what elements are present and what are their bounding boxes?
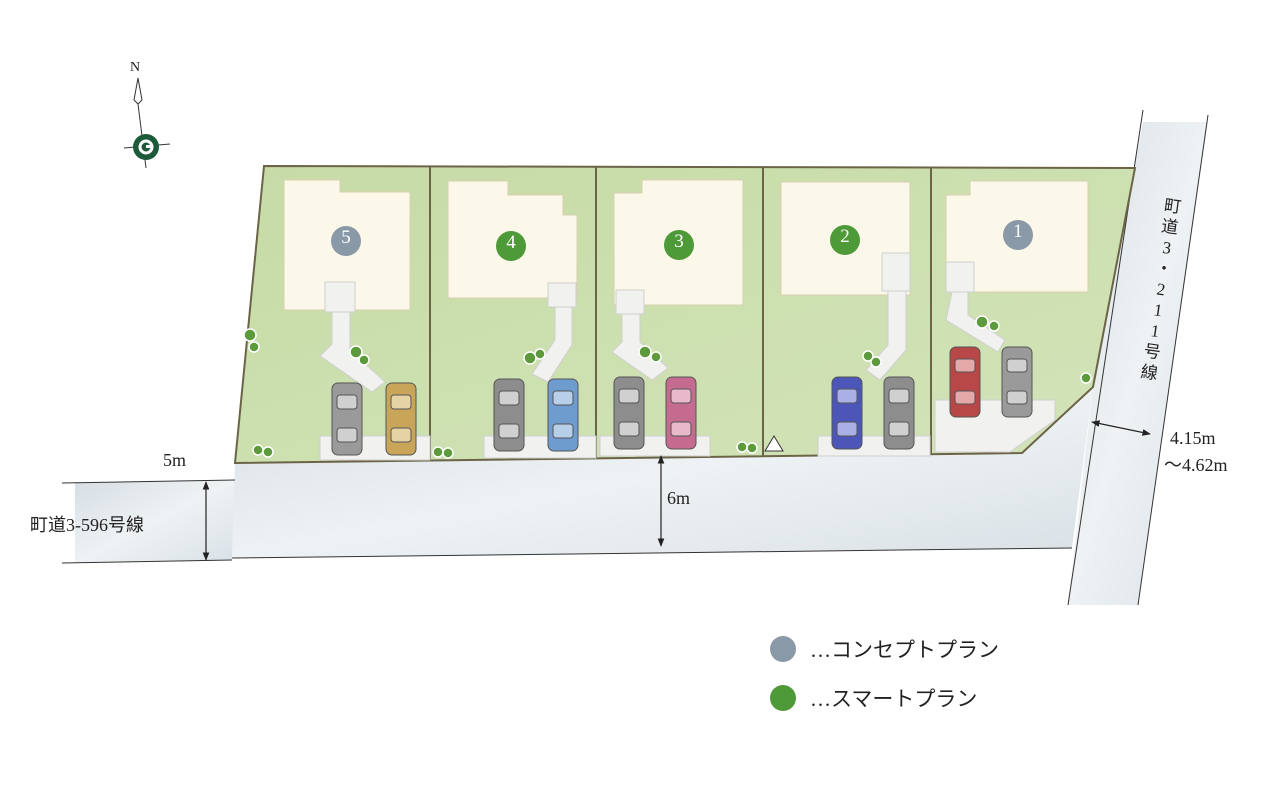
- lot-marker-5: [331, 226, 361, 256]
- west-road-edge-top: [61, 479, 236, 484]
- car: [831, 376, 863, 450]
- lot-marker-1: [1003, 220, 1033, 250]
- compass-north-label: N: [130, 60, 141, 75]
- front-road-edge: [231, 547, 1073, 559]
- east-road-width-arrow: [1091, 420, 1151, 436]
- car: [949, 346, 981, 418]
- legend-label-concept: …コンセプトプラン: [810, 638, 999, 662]
- east-road-width-line2: 〜4.62m: [1164, 455, 1228, 475]
- lot-dividers: [429, 166, 932, 460]
- west-road-name: 町道3-596号線: [30, 515, 144, 535]
- west-road-width: 5m: [163, 450, 187, 470]
- lot-marker-4: [496, 231, 526, 261]
- lot-number-2: 2: [840, 226, 850, 247]
- car: [385, 382, 417, 456]
- front-road-width: 6m: [667, 488, 691, 508]
- car: [547, 378, 579, 452]
- lot-number-5: 5: [341, 227, 351, 248]
- lot-marker-2: [830, 225, 860, 255]
- shrubs: [243, 315, 1092, 459]
- survey-marker-icon: [764, 435, 784, 452]
- car: [493, 378, 525, 452]
- cars: [331, 346, 1033, 456]
- east-road: [1068, 122, 1208, 605]
- lot-number-1: 1: [1013, 221, 1023, 242]
- legend-smart-plan: …スマートプラン: [770, 683, 977, 713]
- car: [331, 382, 363, 456]
- legend-dot-concept: [770, 636, 796, 662]
- lot-number-4: 4: [506, 232, 516, 253]
- car: [665, 376, 697, 450]
- car: [1001, 346, 1033, 418]
- compass-rose-icon: [123, 77, 171, 169]
- legend-dot-smart: [770, 685, 796, 711]
- car: [883, 376, 915, 450]
- east-road-edge-far: [1137, 114, 1209, 606]
- car: [613, 376, 645, 450]
- west-road: [75, 480, 235, 563]
- lot-markers: [331, 220, 1033, 261]
- legend-concept-plan: …コンセプトプラン: [770, 634, 999, 664]
- east-road-width-line1: 4.15m: [1170, 428, 1216, 448]
- lot-marker-3: [664, 230, 694, 260]
- legend-label-smart: …スマートプラン: [810, 687, 978, 711]
- lot-number-3: 3: [674, 231, 684, 252]
